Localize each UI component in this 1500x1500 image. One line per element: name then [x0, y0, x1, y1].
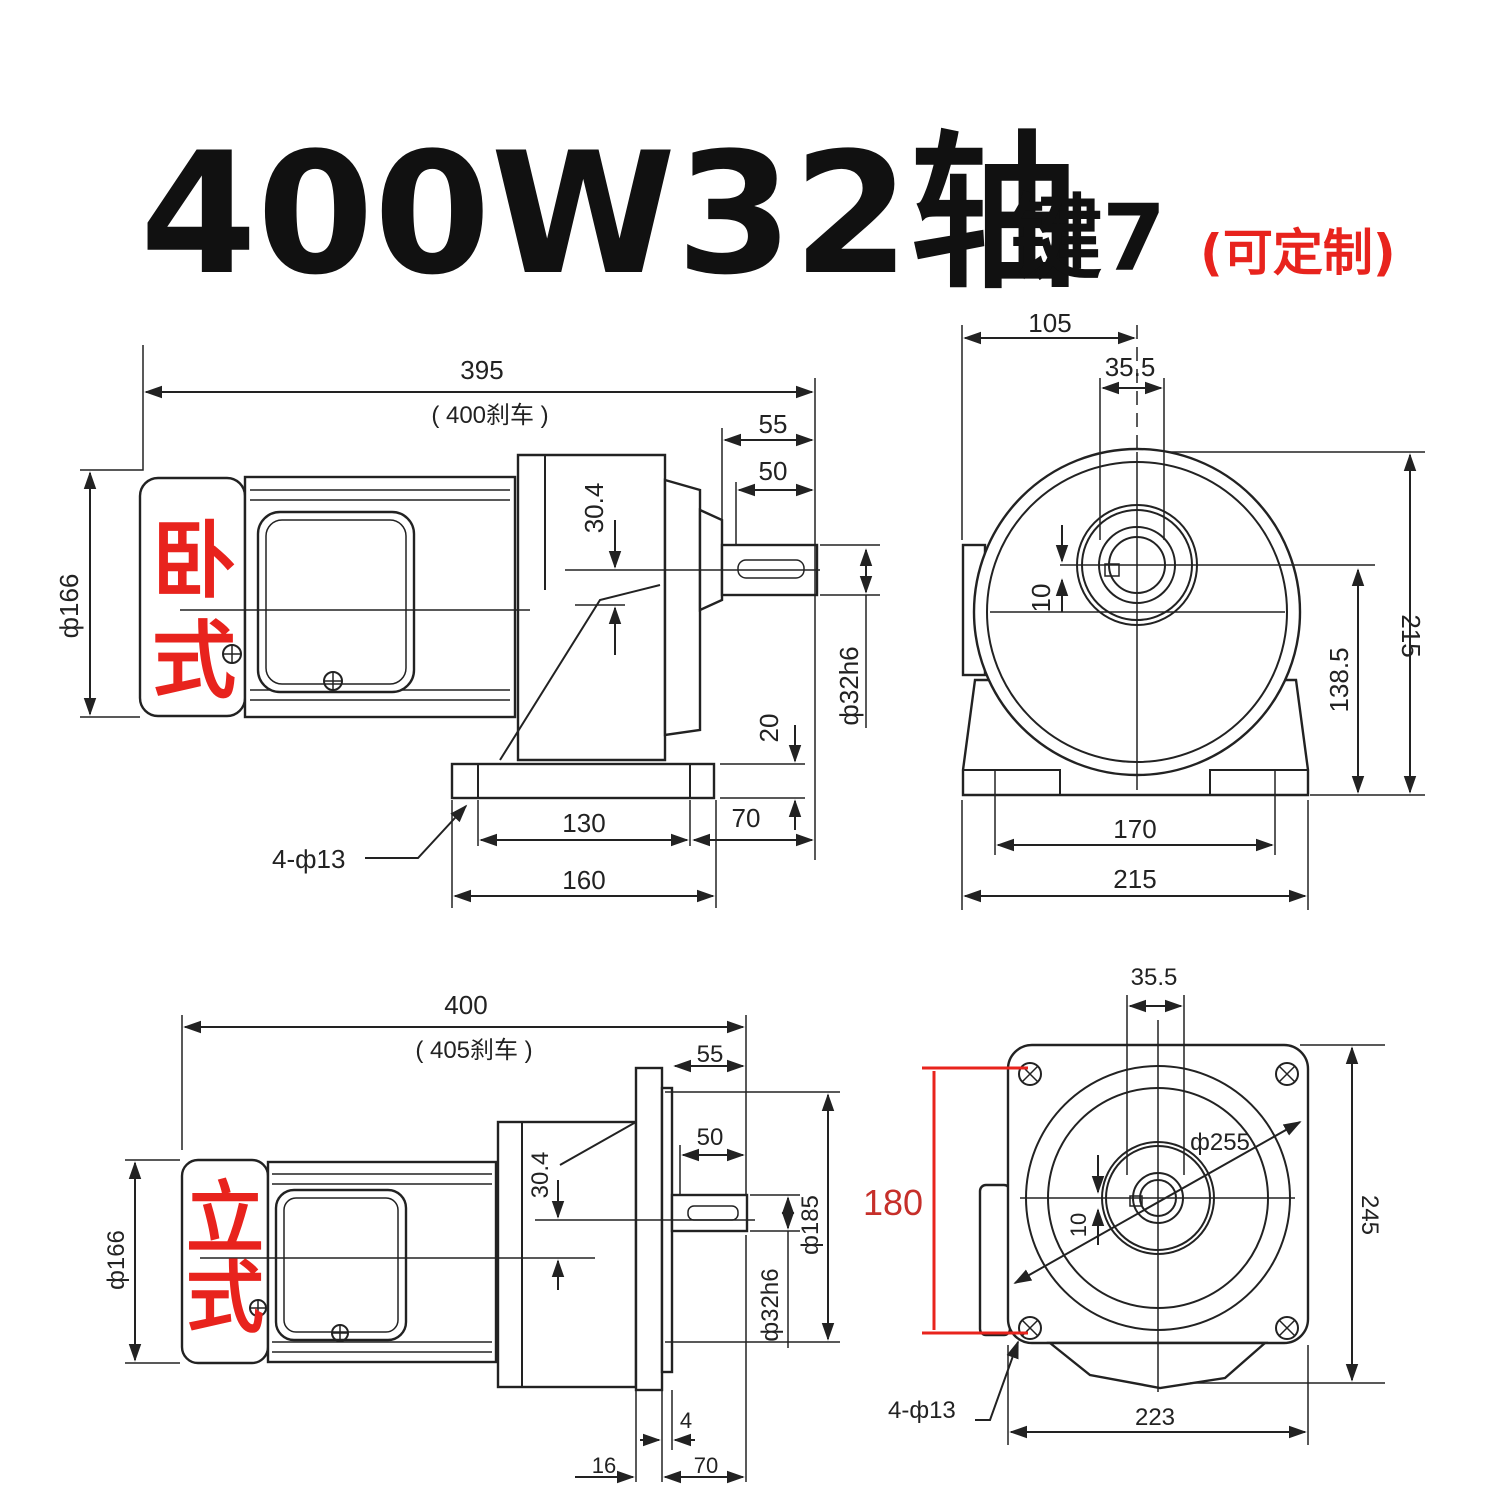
v-dim-key-35-5-label: 35.5 [1131, 964, 1178, 991]
vertical-type-label: 立 [186, 1174, 264, 1264]
v-dim-shaft-55-label: 55 [697, 1041, 724, 1068]
horizontal-front-view: 105 35.5 10 138.5 215 170 215 [961, 308, 1426, 910]
horizontal-type-label: 卧 [152, 512, 236, 610]
v-dim-flange-width-label: 223 [1135, 1404, 1175, 1431]
v-dim-flange-height-label: 245 [1356, 1195, 1383, 1235]
v-mount-holes [1018, 1062, 1299, 1340]
dim-hole-spacing-label: 170 [1113, 814, 1156, 844]
dim-brake-length-label: ( 400刹车 ) [431, 402, 548, 429]
dim-key-35-5-label: 35.5 [1105, 352, 1156, 382]
v-dim-shaft-dia-label: ф32h6 [757, 1268, 784, 1341]
dim-foot-edge-label: 70 [732, 803, 761, 833]
v-dim-flange-16-label: 16 [592, 1453, 616, 1478]
terminal-box [256, 510, 416, 694]
v-output-shaft [670, 1193, 749, 1233]
dim-key-width-label: 10 [1026, 584, 1056, 613]
dim-center-height-label: 138.5 [1324, 647, 1354, 712]
horizontal-type-label-2: 式 [152, 612, 236, 710]
v-dim-key-width-label: 10 [1066, 1213, 1091, 1237]
v-dim-180-label: 180 [863, 1182, 923, 1223]
mounting-base [450, 762, 716, 800]
title: 400W32轴 键7 (可定制) [140, 116, 1396, 312]
dim-shaft-dia-label: ф32h6 [834, 646, 864, 725]
title-key: 键7 [1010, 185, 1166, 292]
vertical-side-view: 立 式 400 ( 405刹车 ) 55 50 30.4 ф166 ф185 [103, 990, 840, 1484]
v-dim-pcd-label: ф255 [1190, 1129, 1250, 1156]
dim-key-height-label: 30.4 [579, 483, 609, 534]
dim-base-width-label: 215 [1113, 864, 1156, 894]
dim-overall-height-label: 215 [1396, 614, 1426, 657]
v-motor-fins [272, 1173, 492, 1353]
vertical-type-label-2: 式 [186, 1254, 264, 1344]
title-main: 400W32轴 [140, 116, 1078, 312]
v-dim-flange-dia-label: ф185 [797, 1195, 824, 1255]
horizontal-side-view: 卧 式 395 ( 400刹车 ) 55 50 30.4 ф166 ф32h6 [54, 345, 880, 908]
v-dim-shaft-50-label: 50 [697, 1124, 724, 1151]
dim-base-length-label: 160 [562, 865, 605, 895]
v-mount-holes-label: 4-ф13 [888, 1397, 956, 1424]
vertical-front-view: ф255 35.5 10 180 245 223 4-ф13 [863, 964, 1385, 1445]
dim-foot-height-label: 20 [754, 714, 784, 743]
v-dim-spigot-label: 4 [680, 1408, 692, 1433]
dim-overall-length-label: 395 [460, 355, 503, 385]
dim-motor-dia-label: ф166 [54, 574, 84, 639]
v-dim-shaft-70-label: 70 [694, 1453, 718, 1478]
v-dim-key-height-label: 30.4 [527, 1152, 554, 1199]
v-dim-pcd [1013, 1121, 1302, 1284]
v-dim-motor-dia-label: ф166 [103, 1230, 130, 1290]
mount-holes-label: 4-ф13 [272, 844, 345, 874]
v-terminal-box [274, 1188, 408, 1342]
v-dim-overall-length-label: 400 [444, 990, 487, 1020]
v-dim-brake-length-label: ( 405刹车 ) [415, 1037, 532, 1064]
dim-shaft-55-label: 55 [759, 409, 788, 439]
v-flange [634, 1066, 664, 1392]
dim-hole-pitch-label: 130 [562, 808, 605, 838]
dim-width-105-label: 105 [1028, 308, 1071, 338]
dim-shaft-50-label: 50 [759, 456, 788, 486]
title-custom-note: (可定制) [1200, 224, 1396, 282]
gear-housing [516, 453, 667, 762]
